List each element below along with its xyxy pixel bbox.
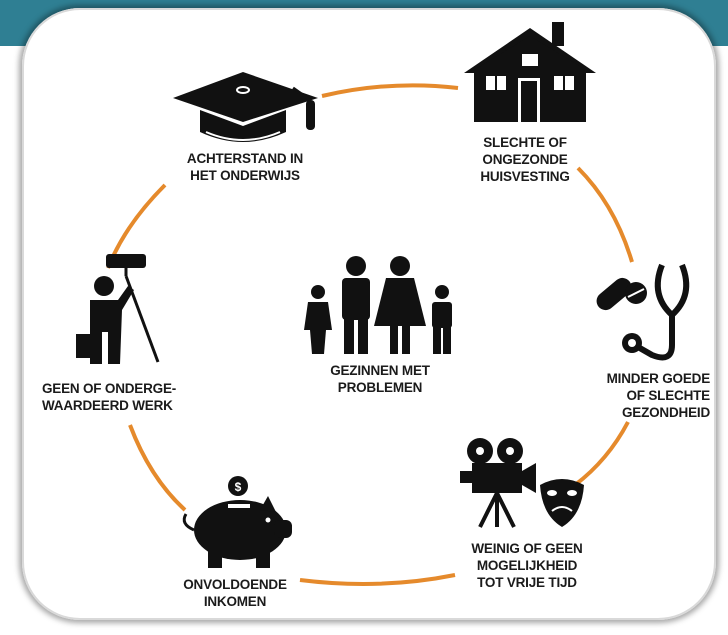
- svg-text:$: $: [235, 480, 242, 494]
- piggy-bank-icon: $: [182, 476, 292, 568]
- label-inkomen: ONVOLDOENDE INKOMEN: [183, 577, 287, 609]
- pills-stethoscope-icon: [596, 263, 690, 361]
- label-center: GEZINNEN MET PROBLEMEN: [330, 363, 430, 395]
- label-onderwijs: ACHTERSTAND IN HET ONDERWIJS: [186, 151, 304, 183]
- ring-arc-right-upper: [576, 166, 634, 263]
- ring-arc-top: [321, 83, 459, 98]
- house-icon: [464, 22, 596, 122]
- label-gezondheid: MINDER GOEDE OF SLECHTE GEZONDHEID: [606, 371, 711, 420]
- graduation-cap-icon: [173, 72, 318, 142]
- camera-masks-icon: [460, 438, 584, 528]
- painter-worker-icon: [76, 254, 160, 364]
- label-werk: GEEN OF ONDERGE- WAARDEERD WERK: [42, 381, 177, 413]
- label-huisvesting: SLECHTE OF ONGEZONDE HUISVESTING: [480, 135, 570, 184]
- ring-arc-bottom: [299, 573, 456, 586]
- ring-arc-left-lower: [128, 424, 187, 512]
- family-icon: [304, 256, 452, 354]
- ring-arc-right-lower: [573, 421, 630, 487]
- label-vrije-tijd: WEINIG OF GEEN MOGELIJKHEID TOT VRIJE TI…: [471, 541, 583, 590]
